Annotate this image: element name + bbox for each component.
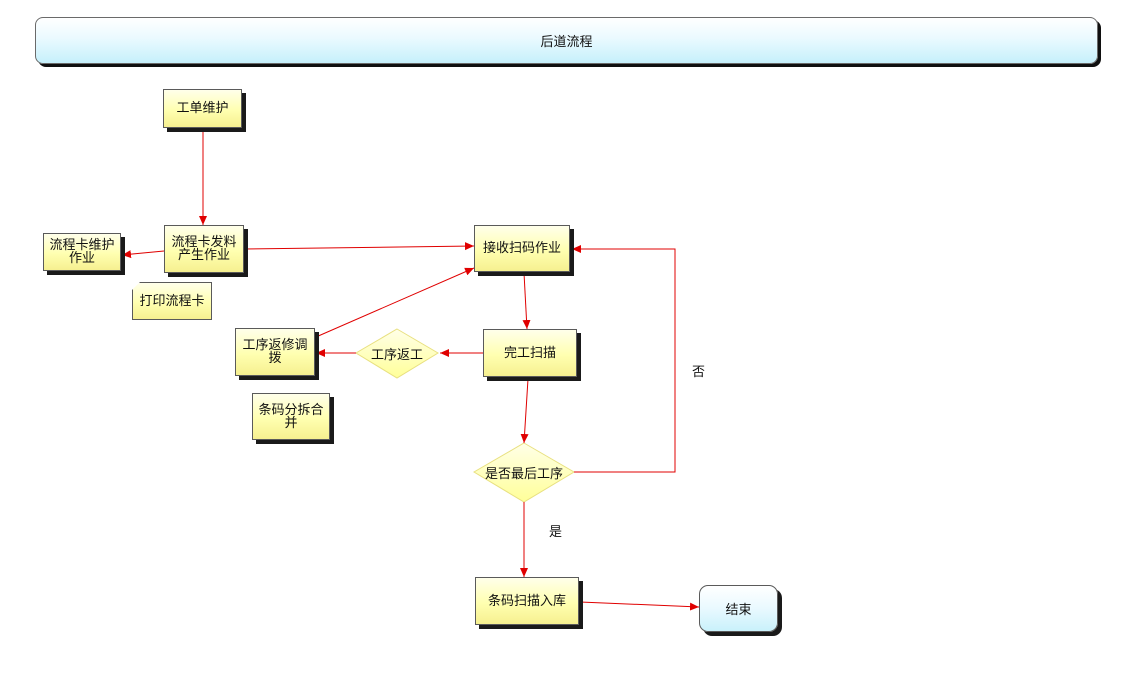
node-print-card[interactable]: 打印流程卡 (132, 282, 212, 320)
page-title: 后道流程 (35, 17, 1098, 64)
node-card-issue[interactable]: 流程卡发料产生作业 (164, 225, 244, 273)
edge-label-yes: 是 (549, 525, 563, 540)
node-rework-adjust[interactable]: 工序返修调拨 (235, 328, 315, 376)
edge-receive-scan-to-finish-scan (522, 272, 531, 330)
node-warehouse-scan[interactable]: 条码扫描入库 (475, 577, 579, 625)
node-receive-scan[interactable]: 接收扫码作业 (474, 225, 570, 272)
node-finish-scan[interactable]: 完工扫描 (483, 329, 577, 377)
edge-warehouse-to-end (579, 601, 700, 611)
rework-decision-label[interactable]: 工序返工 (370, 347, 423, 363)
edge-finish-scan-to-last-step (520, 378, 529, 444)
node-split-merge[interactable]: 条码分拆合并 (252, 393, 330, 440)
last-step-decision-label[interactable]: 是否最后工序 (484, 467, 563, 482)
node-end[interactable]: 结束 (699, 585, 778, 632)
edge-label-no: 否 (692, 365, 706, 380)
edge-card-issue-to-card-maintain (121, 250, 165, 259)
node-work-order[interactable]: 工单维护 (163, 89, 242, 128)
node-card-maintain[interactable]: 流程卡维护作业 (43, 233, 121, 271)
edge-last-step-no-to-receive-scan (572, 245, 676, 473)
edge-rework-adjust-to-receive-scan (315, 267, 475, 338)
edge-card-issue-to-receive-scan (243, 242, 475, 251)
